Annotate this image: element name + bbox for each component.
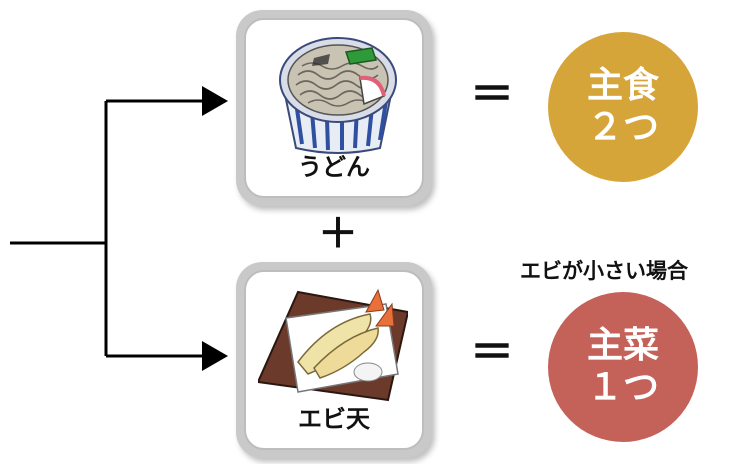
udon-card: うどん [236, 10, 432, 206]
equals-sign-bottom: ＝ [470, 327, 514, 378]
main-dish-result-line2: １つ [586, 367, 659, 408]
equals-sign-top: ＝ [470, 69, 514, 120]
staple-result-line2: ２つ [586, 107, 659, 148]
small-shrimp-note: エビが小さい場合 [520, 259, 688, 283]
lower-arrowhead [202, 341, 228, 371]
udon-label: うどん [298, 153, 370, 181]
ebiten-label: エビ天 [298, 405, 370, 433]
udon-card-face: うどん [244, 18, 424, 198]
staple-result-circle: 主食 ２つ [548, 32, 698, 182]
ebiten-illustration [258, 288, 408, 402]
main-dish-result-line1: 主菜 [586, 325, 659, 366]
staple-result-line1: 主食 [586, 65, 659, 106]
plus-sign: ＋ [318, 211, 358, 257]
upper-arrowhead [202, 86, 228, 116]
ebiten-card: エビ天 [236, 262, 432, 458]
main-dish-result-circle: 主菜 １つ [548, 292, 698, 442]
udon-bowl-illustration [279, 37, 397, 154]
ebiten-card-face: エビ天 [244, 270, 424, 450]
